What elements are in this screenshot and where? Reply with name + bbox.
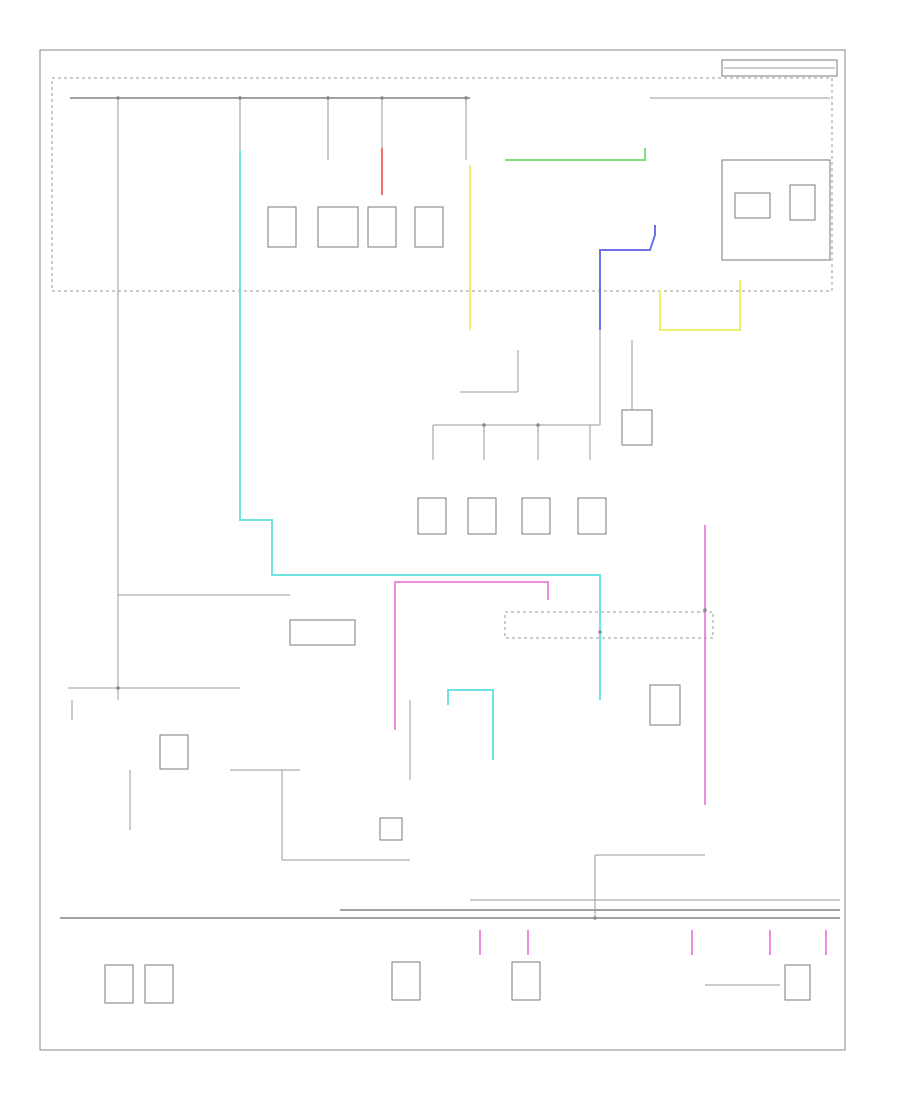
colored-wires — [239, 148, 827, 955]
module-r1 — [649, 684, 681, 726]
module-small — [379, 817, 403, 841]
junction-nodes — [116, 96, 707, 920]
module-m2 — [467, 497, 497, 535]
control-unit-inner-2 — [789, 184, 816, 221]
top-bus — [70, 97, 830, 600]
cyan-wire — [239, 150, 601, 700]
middle-components — [159, 409, 714, 841]
relay-1 — [267, 206, 297, 248]
load-b5 — [784, 964, 811, 1001]
module-m1 — [417, 497, 447, 535]
load-b3 — [391, 961, 421, 1001]
yellow-wire-right — [659, 280, 741, 331]
junction-block-left — [289, 619, 356, 646]
relay-4 — [414, 206, 444, 248]
control-unit-inner — [734, 192, 771, 219]
relay-2 — [317, 206, 359, 248]
module-c1 — [621, 409, 653, 446]
magenta-wire-mid — [394, 581, 549, 730]
middle-wiring — [432, 330, 633, 460]
bottom-bus — [60, 854, 840, 1004]
junction-block-right — [504, 611, 714, 639]
fuse-box-panel — [51, 77, 833, 292]
blue-wire — [599, 225, 656, 330]
relay-3 — [367, 206, 397, 248]
load-b2 — [144, 964, 174, 1004]
load-b4 — [511, 961, 541, 1001]
cyan-wire-short — [447, 689, 494, 760]
load-b1 — [104, 964, 134, 1004]
diagram-frame — [39, 49, 846, 1051]
module-l1 — [159, 734, 189, 770]
module-m4 — [577, 497, 607, 535]
left-wiring — [68, 594, 411, 861]
module-m3 — [521, 497, 551, 535]
top-panel-components — [267, 159, 831, 261]
green-wire — [505, 148, 646, 161]
